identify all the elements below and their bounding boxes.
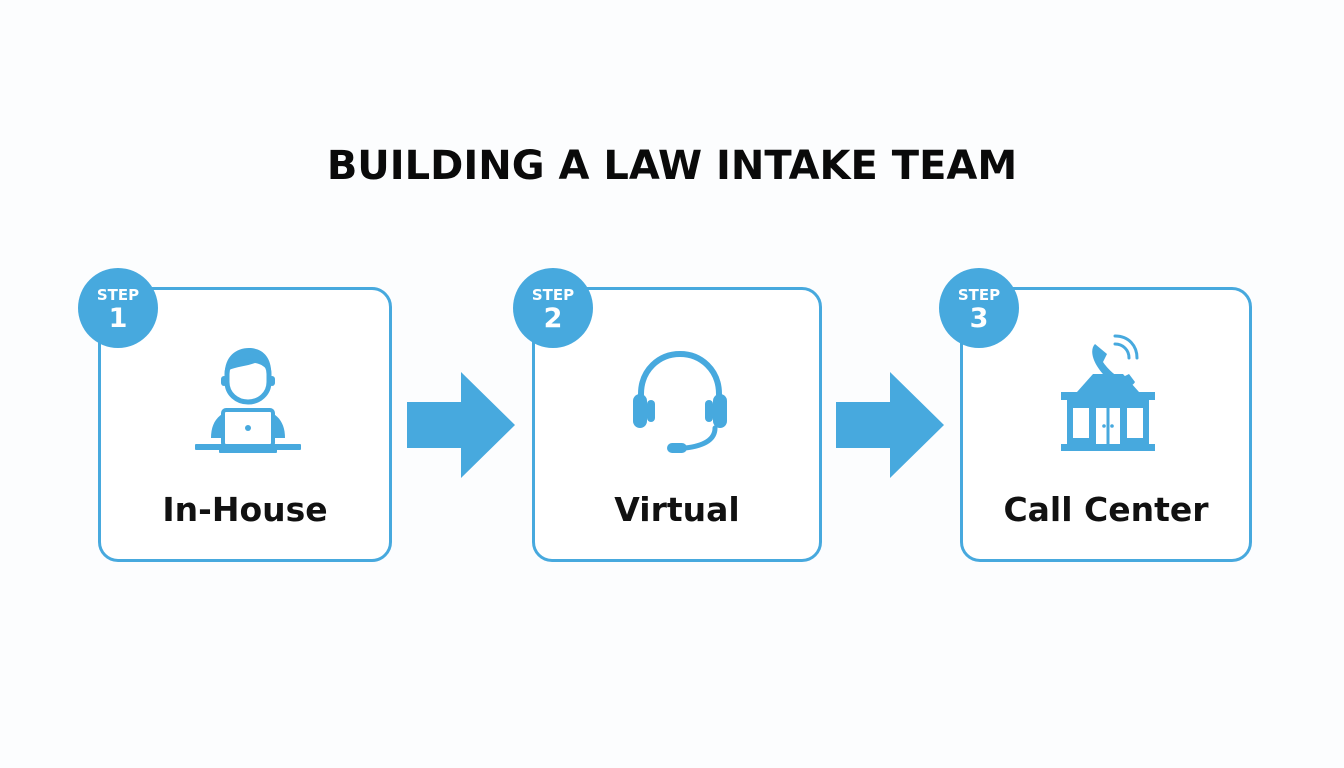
step-badge-3: STEP 3 [939,268,1019,348]
step-badge-2: STEP 2 [513,268,593,348]
step-card-in-house: In-House [98,287,392,562]
step-label: Call Center [1003,490,1209,529]
step-badge-number: 3 [969,303,989,334]
page-title: BUILDING A LAW INTAKE TEAM [326,143,1018,189]
step-badge-word: STEP [531,286,575,304]
arrow-right-icon [836,372,944,478]
arrow-right-icon [407,372,515,478]
step-label: In-House [162,490,328,529]
step-badge-number: 2 [543,303,563,334]
step-badge-word: STEP [957,286,1001,304]
person-at-laptop-icon [195,348,301,453]
building-with-phone-icon [1061,334,1155,451]
headset-icon [633,350,727,453]
step-badge-1: STEP 1 [78,268,158,348]
step-label: Virtual [614,490,740,529]
step-badge-number: 1 [108,303,128,334]
step-badge-word: STEP [96,286,140,304]
